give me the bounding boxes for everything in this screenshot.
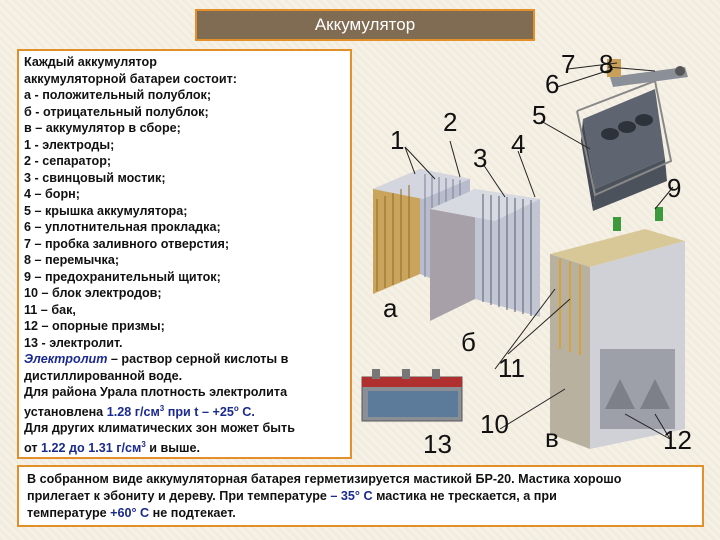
label-10: 10 — [480, 409, 509, 439]
label-4: 4 — [511, 129, 525, 159]
note-text: прилегает к эбониту и дереву. При темпер… — [27, 489, 330, 503]
battery-lid — [577, 81, 671, 211]
text-fragment: С. — [239, 405, 255, 419]
text-line: Для района Урала плотность электролита — [24, 384, 345, 401]
text-line: аккумуляторной батареи состоит: — [24, 71, 345, 88]
text-line: 1 - электроды; — [24, 137, 345, 154]
text-line: 13 - электролит. — [24, 335, 345, 352]
label-6: 6 — [545, 69, 559, 99]
label-7: 7 — [561, 49, 575, 79]
label-5: 5 — [532, 100, 546, 130]
temp-low: – 35° С — [330, 489, 372, 503]
sealing-note-panel: В собранном виде аккумуляторная батарея … — [17, 465, 704, 527]
text-line: 6 – уплотнительная прокладка; — [24, 219, 345, 236]
text-line: 5 – крышка аккумулятора; — [24, 203, 345, 220]
label-3: 3 — [473, 143, 487, 173]
note-text: температуре — [27, 506, 110, 520]
text-fragment: и выше. — [146, 441, 200, 455]
text-line: Каждый аккумулятор — [24, 54, 345, 71]
text-fragment: 1.28 г/см — [107, 405, 160, 419]
description-panel: Каждый аккумулятор аккумуляторной батаре… — [17, 49, 352, 459]
note-text: В собранном виде аккумуляторная батарея … — [27, 472, 621, 486]
text-fragment: от — [24, 441, 41, 455]
battery-illustration: 1 2 3 4 5 6 7 8 9 10 11 12 13 а б в — [355, 49, 710, 464]
climate-range-line: от 1.22 до 1.31 г/см3 и выше. — [24, 437, 345, 457]
text-line: дистиллированной воде. — [24, 368, 345, 385]
label-1: 1 — [390, 125, 404, 155]
label-8: 8 — [599, 49, 613, 79]
slide-title: Аккумулятор — [195, 9, 535, 41]
text-line: 9 – предохранительный щиток; — [24, 269, 345, 286]
text-line: 7 – пробка заливного отверстия; — [24, 236, 345, 253]
note-text: не подтекает. — [149, 506, 236, 520]
label-b: б — [461, 327, 476, 357]
text-line: в – аккумулятор в сборе; — [24, 120, 345, 137]
text-fragment: 1.22 до 1.31 г/см — [41, 441, 141, 455]
text-line: 3 - свинцовый мостик; — [24, 170, 345, 187]
temp-high: +60° С — [110, 506, 149, 520]
electrolyte-line: Электролит – раствор серной кислоты в — [24, 351, 345, 368]
text-line: 2 - сепаратор; — [24, 153, 345, 170]
text-line: 8 – перемычка; — [24, 252, 345, 269]
assembled-battery — [550, 207, 685, 449]
negative-halfblock — [430, 189, 540, 321]
text-line: 12 – опорные призмы; — [24, 318, 345, 335]
ural-density-line: установлена 1.28 г/см3 при t – +25о С. — [24, 401, 345, 421]
electrolyte-definition: – раствор серной кислоты в — [107, 352, 288, 366]
label-a: а — [383, 293, 398, 323]
electrolyte-term: Электролит — [24, 352, 107, 366]
text-line: б - отрицательный полублок; — [24, 104, 345, 121]
density-range: 1.22 до 1.31 г/см3 — [41, 441, 146, 455]
label-12: 12 — [663, 425, 692, 455]
text-fragment: установлена — [24, 405, 107, 419]
label-2: 2 — [443, 107, 457, 137]
text-line: а - положительный полублок; — [24, 87, 345, 104]
text-line: 10 – блок электродов; — [24, 285, 345, 302]
label-v: в — [545, 423, 559, 453]
text-line: Для других климатических зон может быть — [24, 420, 345, 437]
density-value: 1.28 г/см3 при t – +25о С. — [107, 405, 255, 419]
note-text: мастика не трескается, а при — [373, 489, 557, 503]
label-9: 9 — [667, 173, 681, 203]
text-line: 4 – борн; — [24, 186, 345, 203]
connector-bar — [607, 59, 688, 87]
text-fragment: при t – +25 — [164, 405, 234, 419]
label-11: 11 — [498, 353, 525, 383]
label-13: 13 — [423, 429, 452, 459]
text-line: 11 – бак, — [24, 302, 345, 319]
